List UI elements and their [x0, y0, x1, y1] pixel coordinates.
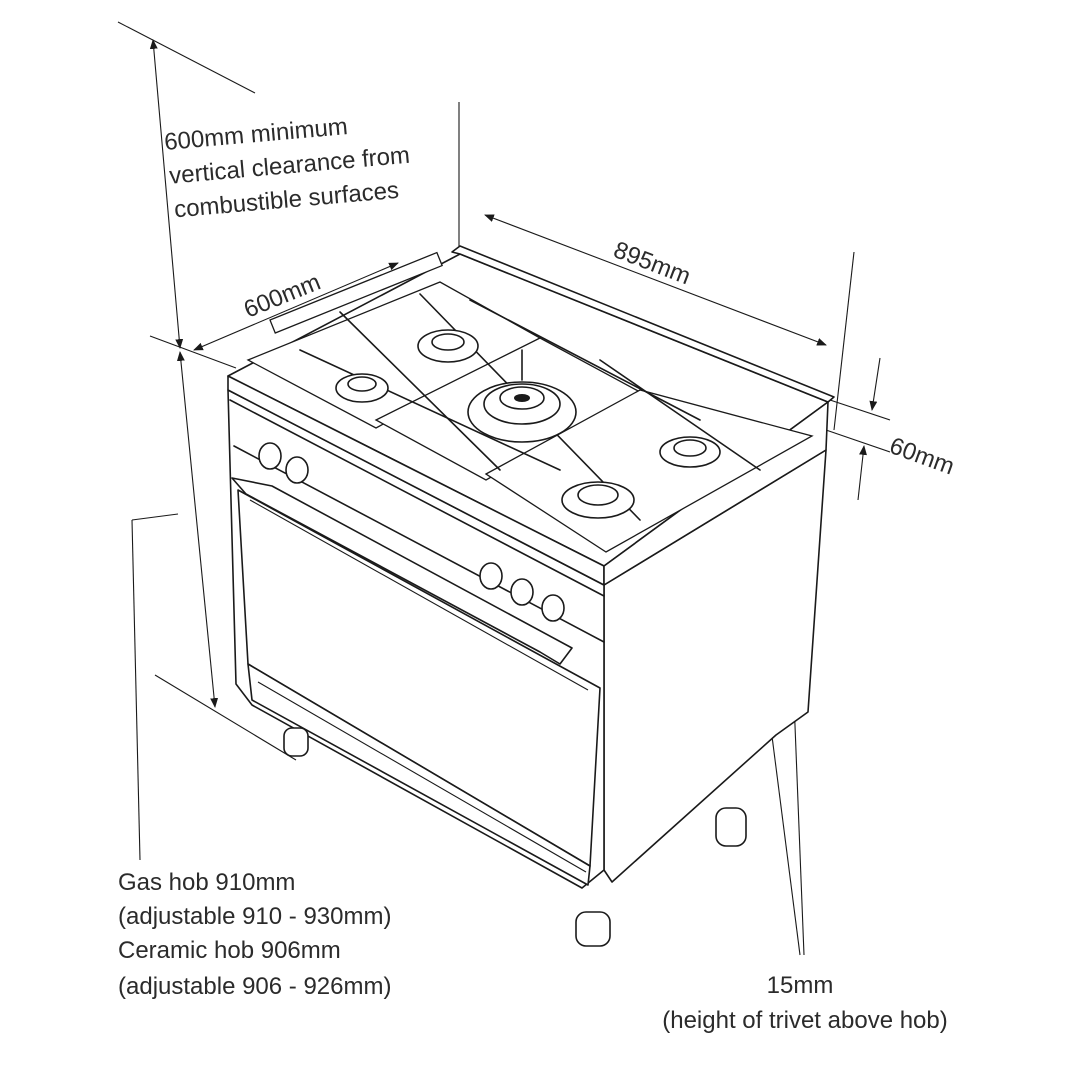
knob-4[interactable] — [510, 578, 534, 606]
hob-surface-extension-line — [149, 335, 237, 369]
knob-1[interactable] — [258, 442, 282, 470]
burners — [335, 329, 721, 519]
hob-label-leader-vertical — [131, 519, 141, 861]
burner-wok — [467, 349, 577, 443]
grate-divider-5 — [599, 359, 761, 471]
hob-height-dimension-arrow — [176, 351, 219, 708]
trivet-label-line-2: (height of trivet above hob) — [662, 1007, 948, 1034]
grate-back-bar — [269, 251, 443, 334]
knob-5[interactable] — [541, 594, 565, 622]
burner-rear-left — [335, 373, 389, 403]
dimension-lines — [117, 21, 891, 956]
leg-front-left — [283, 727, 309, 757]
trivet-label: 15mm (height of trivet above hob) — [662, 972, 948, 1034]
clearance-label: 600mm minimum vertical clearance from co… — [163, 113, 411, 223]
clearance-dimension-arrow — [149, 39, 184, 349]
hob-height-label: Gas hob 910mm (adjustable 910 - 930mm) C… — [118, 869, 391, 1000]
burner-rear-centre — [417, 329, 479, 363]
splashback — [451, 245, 835, 403]
cooker-legs — [283, 727, 747, 947]
hob-label-leader-line — [131, 513, 179, 521]
splashback-bottom-extension — [825, 429, 891, 453]
burner-right — [659, 436, 721, 468]
drawer-line — [257, 681, 587, 873]
oven-door-handle[interactable] — [231, 477, 573, 665]
back-right-extension-line — [833, 251, 855, 431]
splashback-lower-arrow — [857, 445, 867, 501]
width-label: 895mm — [610, 236, 694, 290]
hob-label-line-3: Ceramic hob 906mm — [118, 937, 341, 964]
knob-3[interactable] — [479, 562, 503, 590]
floor-extension-line — [154, 674, 297, 761]
knob-2[interactable] — [285, 456, 309, 484]
storage-drawer — [247, 663, 591, 886]
depth-dimension-arrow — [193, 262, 399, 351]
hob-label-line-4: (adjustable 906 - 926mm) — [118, 973, 391, 1000]
splashback-label: 60mm — [886, 432, 958, 480]
trivet-label-line-1: 15mm — [767, 972, 834, 999]
burner-front-centre — [561, 481, 635, 519]
splashback-upper-arrow — [869, 357, 881, 411]
oven-door-inner-line — [249, 499, 589, 691]
leg-front-right — [575, 911, 611, 947]
clearance-top-extension-line — [117, 21, 256, 94]
grate-divider-2 — [469, 299, 701, 421]
grate-divider-1 — [299, 349, 561, 471]
leg-back-right — [715, 807, 747, 847]
hob-label-line-1: Gas hob 910mm — [118, 869, 295, 896]
grate-divider-3 — [339, 311, 501, 471]
grate-right — [484, 389, 814, 553]
control-panel-top-line — [229, 399, 605, 597]
splashback-top-extension — [829, 399, 891, 421]
control-knobs — [258, 442, 565, 622]
hob-label-line-2: (adjustable 910 - 930mm) — [118, 903, 391, 930]
width-dimension-arrow — [484, 214, 827, 346]
